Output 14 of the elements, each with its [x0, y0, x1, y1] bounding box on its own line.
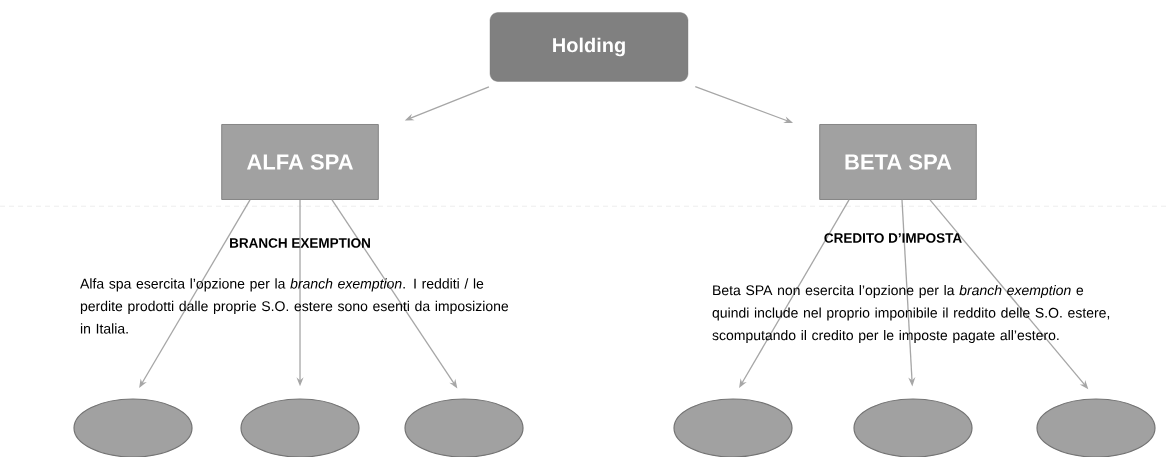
holding-box: Holding — [489, 12, 689, 82]
ellipse — [853, 398, 973, 457]
ellipse — [1036, 398, 1156, 457]
ellipse — [673, 398, 793, 457]
ellipse — [73, 398, 193, 457]
company-box: BETA SPA — [819, 124, 977, 200]
paragraph: Beta SPA non esercita l’opzione per la branch exemption e quindi include nel proprio imponibile il reddito delle S.O. estere, scomputando il credito per le imposte pagate all’estero. — [712, 284, 1110, 343]
ellipse — [404, 398, 524, 457]
arrow — [739, 199, 850, 388]
ellipse — [240, 398, 360, 457]
section-heading: CREDITO D’IMPOSTA — [824, 233, 962, 243]
section-heading: BRANCH EXEMPTION — [230, 238, 370, 248]
paragraph: Alfa spa esercita l’opzione per la branch exemption. I redditi / le perdite prodotti dalle proprie S.O. estere sono esenti da imposizione in Italia. — [80, 278, 509, 334]
company-box: ALFA SPA — [221, 124, 379, 200]
